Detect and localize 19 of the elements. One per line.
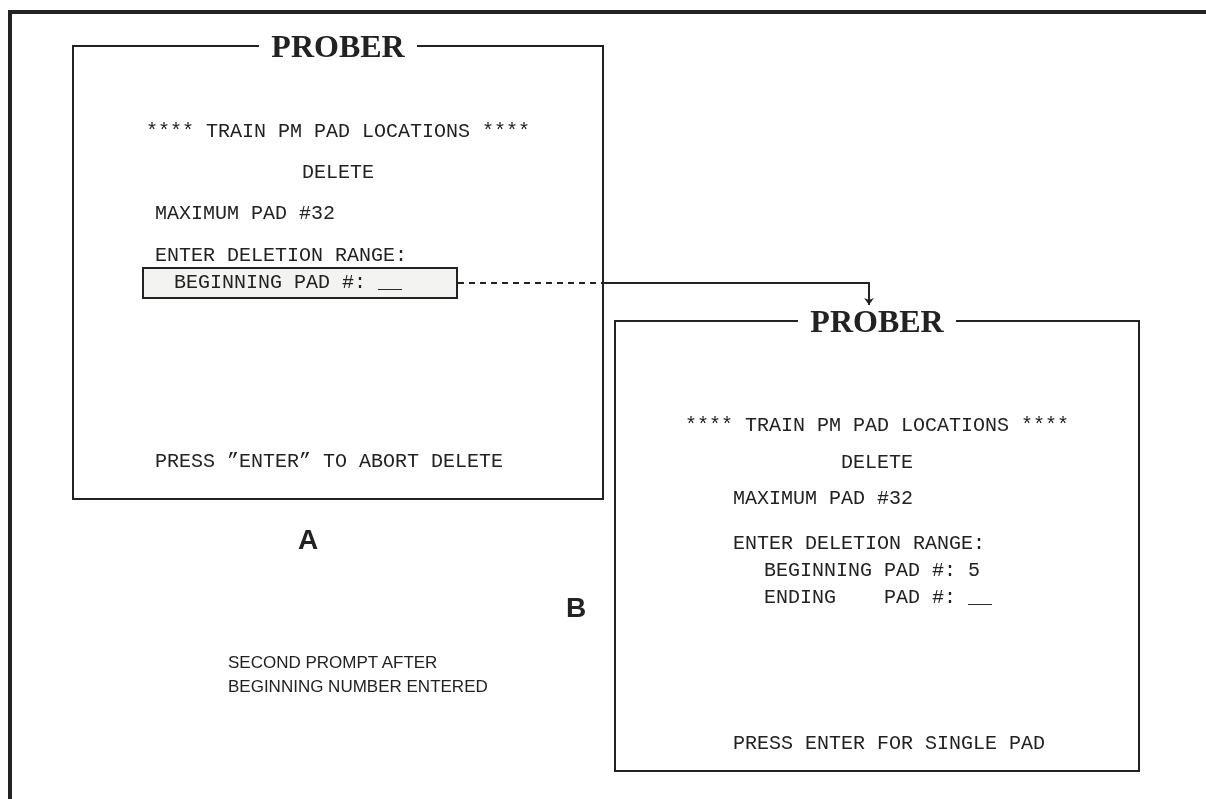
screen-text: DELETE [840,451,914,475]
screen-text: ENTER DELETION RANGE: [733,532,986,556]
arrow [457,282,874,306]
highlighted-field: BEGINNING PAD #: __ [142,267,458,299]
screen-text: DELETE [301,161,375,185]
note-text: SECOND PROMPT AFTER BEGINNING NUMBER ENTERED [228,652,489,698]
screen-text: ENDING PAD #: __ [764,586,993,610]
screen-text: BEGINNING PAD #: 5 [764,559,981,583]
screen-text: ENTER DELETION RANGE: [155,244,408,268]
screen-text: PRESS ”ENTER” TO ABORT DELETE [155,450,504,474]
screen-letter: B [566,592,587,624]
screen-text: MAXIMUM PAD #32 [155,202,336,226]
screen-text: **** TRAIN PM PAD LOCATIONS **** [683,414,1071,438]
screen-title: PROBER [270,30,406,62]
screen-title: PROBER [809,305,945,337]
screen-text: PRESS ENTER FOR SINGLE PAD [733,732,1046,756]
screen-text: **** TRAIN PM PAD LOCATIONS **** [144,120,532,144]
screen-letter: A [298,524,319,556]
screen-text: MAXIMUM PAD #32 [733,487,914,511]
